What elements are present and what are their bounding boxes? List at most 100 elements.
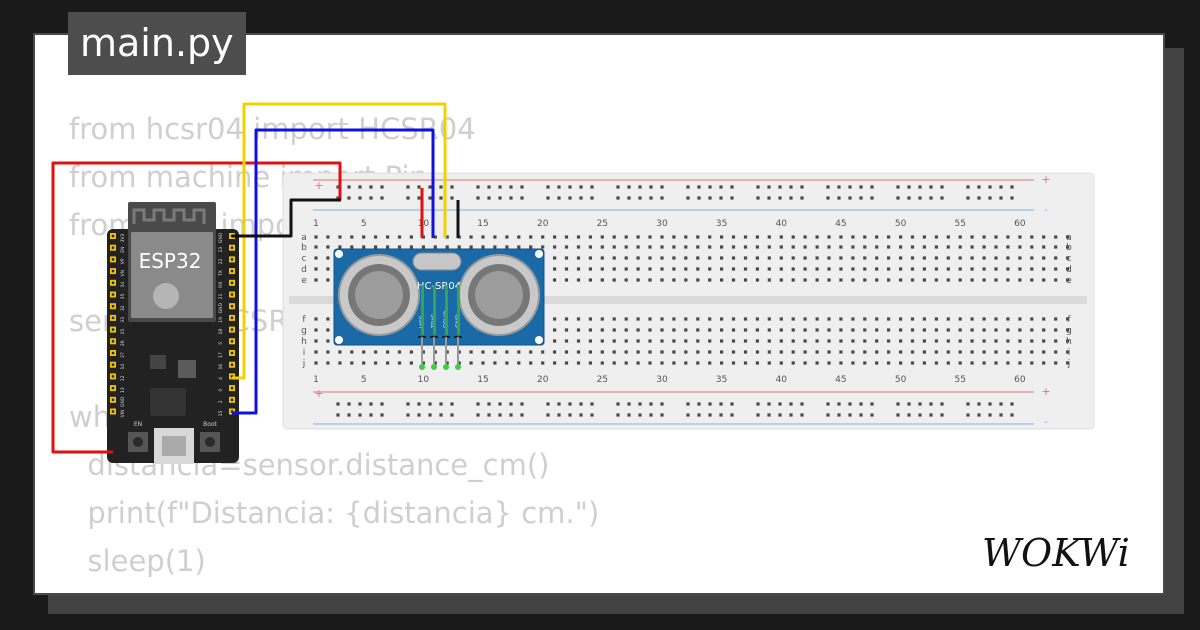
breadboard-hole[interactable] xyxy=(369,413,373,417)
breadboard-hole[interactable] xyxy=(338,245,342,249)
breadboard-hole[interactable] xyxy=(421,350,425,354)
breadboard-hole[interactable] xyxy=(380,402,384,406)
breadboard-hole[interactable] xyxy=(731,317,736,321)
breadboard-hole[interactable] xyxy=(433,235,437,239)
breadboard-hole[interactable] xyxy=(649,402,653,406)
breadboard-hole[interactable] xyxy=(863,317,867,321)
breadboard-hole[interactable] xyxy=(445,361,449,365)
breadboard-hole[interactable] xyxy=(970,256,974,260)
breadboard-hole[interactable] xyxy=(624,328,628,332)
breadboard-hole[interactable] xyxy=(600,350,604,354)
breadboard-hole[interactable] xyxy=(839,361,843,365)
breadboard-hole[interactable] xyxy=(791,245,795,249)
breadboard-hole[interactable] xyxy=(918,185,922,189)
breadboard-hole[interactable] xyxy=(362,245,366,249)
breadboard-hole[interactable] xyxy=(755,361,759,365)
breadboard-hole[interactable] xyxy=(848,185,852,189)
breadboard-hole[interactable] xyxy=(982,267,986,271)
breadboard-hole[interactable] xyxy=(899,317,903,321)
breadboard-hole[interactable] xyxy=(686,413,690,417)
breadboard-hole[interactable] xyxy=(590,413,594,417)
breadboard-hole[interactable] xyxy=(336,185,340,189)
breadboard-hole[interactable] xyxy=(350,235,354,239)
breadboard-hole[interactable] xyxy=(397,245,402,249)
breadboard-hole[interactable] xyxy=(579,196,583,200)
breadboard-hole[interactable] xyxy=(648,339,652,343)
breadboard-hole[interactable] xyxy=(875,361,879,365)
breadboard-hole[interactable] xyxy=(648,361,652,365)
breadboard-hole[interactable] xyxy=(791,235,795,239)
breadboard-hole[interactable] xyxy=(369,196,373,200)
breadboard-hole[interactable] xyxy=(815,328,819,332)
breadboard-hole[interactable] xyxy=(839,267,843,271)
breadboard-hole[interactable] xyxy=(743,267,748,271)
breadboard-hole[interactable] xyxy=(875,256,879,260)
breadboard-hole[interactable] xyxy=(1066,235,1070,239)
breadboard-hole[interactable] xyxy=(929,402,933,406)
breadboard-hole[interactable] xyxy=(934,267,938,271)
breadboard-hole[interactable] xyxy=(966,185,970,189)
breadboard-hole[interactable] xyxy=(1066,256,1070,260)
breadboard-hole[interactable] xyxy=(720,267,724,271)
hcsr04-sensor[interactable]: HC-SR04 VCC TRIG ECHO GND xyxy=(333,248,545,370)
breadboard-hole[interactable] xyxy=(743,256,748,260)
breadboard-hole[interactable] xyxy=(347,185,351,189)
breadboard-hole[interactable] xyxy=(839,339,843,343)
breadboard-hole[interactable] xyxy=(1054,350,1058,354)
breadboard-hole[interactable] xyxy=(1006,328,1010,332)
breadboard-hole[interactable] xyxy=(910,328,915,332)
breadboard-hole[interactable] xyxy=(791,328,795,332)
breadboard-hole[interactable] xyxy=(826,413,830,417)
breadboard-hole[interactable] xyxy=(1006,317,1010,321)
breadboard-hole[interactable] xyxy=(827,317,831,321)
breadboard-hole[interactable] xyxy=(958,328,962,332)
breadboard-hole[interactable] xyxy=(922,278,926,282)
breadboard-hole[interactable] xyxy=(568,402,572,406)
breadboard-hole[interactable] xyxy=(397,235,402,239)
breadboard-hole[interactable] xyxy=(529,350,533,354)
breadboard-hole[interactable] xyxy=(498,402,502,406)
breadboard-hole[interactable] xyxy=(498,196,502,200)
breadboard-hole[interactable] xyxy=(910,361,915,365)
breadboard-hole[interactable] xyxy=(541,361,545,365)
breadboard-hole[interactable] xyxy=(789,413,793,417)
breadboard-hole[interactable] xyxy=(326,235,330,239)
wire-red-upper[interactable] xyxy=(51,161,342,454)
breadboard-hole[interactable] xyxy=(697,185,701,189)
breadboard-hole[interactable] xyxy=(756,413,760,417)
breadboard-hole[interactable] xyxy=(600,245,604,249)
esp32-board[interactable]: ESP32 3V3ENVPVN34353233252627141213GNDVI… xyxy=(107,202,239,464)
breadboard-hole[interactable] xyxy=(624,361,628,365)
breadboard-hole[interactable] xyxy=(1042,267,1046,271)
breadboard-hole[interactable] xyxy=(406,185,410,189)
breadboard-hole[interactable] xyxy=(697,413,701,417)
breadboard-hole[interactable] xyxy=(428,402,432,406)
breadboard-hole[interactable] xyxy=(755,350,759,354)
breadboard-hole[interactable] xyxy=(1054,361,1058,365)
breadboard-hole[interactable] xyxy=(1030,267,1034,271)
breadboard-hole[interactable] xyxy=(612,328,616,332)
breadboard-hole[interactable] xyxy=(755,245,759,249)
breadboard-hole[interactable] xyxy=(684,350,688,354)
wire-black-board[interactable] xyxy=(232,198,341,238)
breadboard-hole[interactable] xyxy=(624,235,628,239)
breadboard-hole[interactable] xyxy=(743,361,748,365)
breadboard-hole[interactable] xyxy=(918,402,922,406)
breadboard-hole[interactable] xyxy=(708,267,712,271)
breadboard-hole[interactable] xyxy=(529,361,533,365)
breadboard-hole[interactable] xyxy=(934,256,938,260)
breadboard-hole[interactable] xyxy=(851,350,855,354)
breadboard-hole[interactable] xyxy=(720,278,724,282)
breadboard-hole[interactable] xyxy=(684,339,688,343)
breadboard-hole[interactable] xyxy=(326,245,330,249)
breadboard-hole[interactable] xyxy=(529,235,533,239)
breadboard-hole[interactable] xyxy=(696,235,700,239)
breadboard-hole[interactable] xyxy=(720,350,724,354)
breadboard-hole[interactable] xyxy=(546,185,550,189)
breadboard-hole[interactable] xyxy=(929,413,933,417)
breadboard-hole[interactable] xyxy=(638,402,642,406)
breadboard-hole[interactable] xyxy=(1054,317,1058,321)
breadboard-hole[interactable] xyxy=(994,245,998,249)
breadboard-hole[interactable] xyxy=(899,339,903,343)
breadboard-hole[interactable] xyxy=(660,235,664,239)
